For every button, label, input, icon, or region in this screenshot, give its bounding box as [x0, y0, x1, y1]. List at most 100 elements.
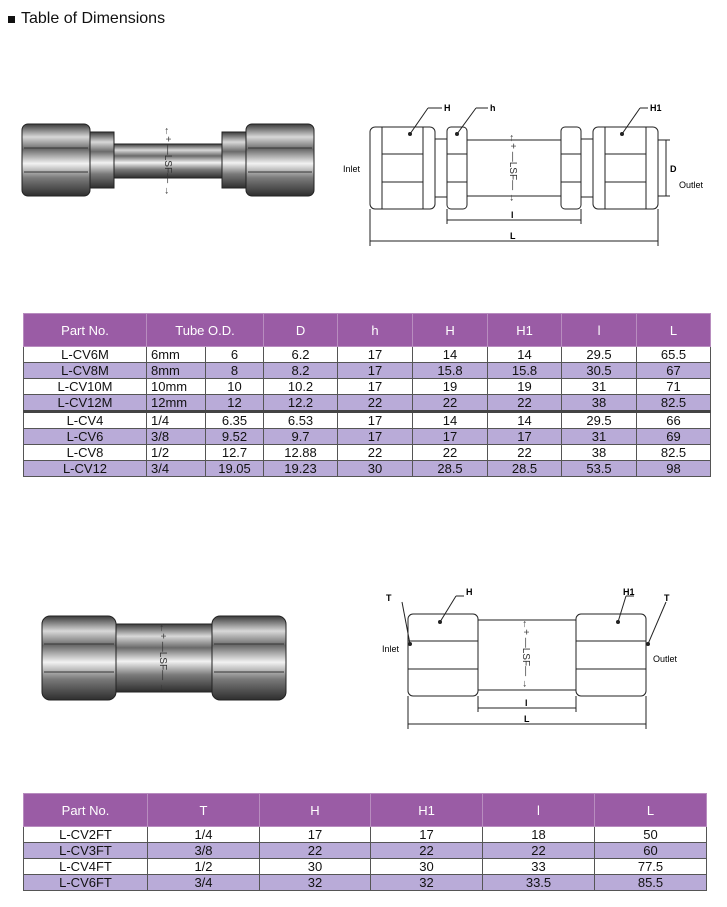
cell: 9.52: [204, 428, 265, 445]
cell: 31: [561, 378, 638, 395]
cell: 3/8: [146, 428, 206, 445]
cell: 17: [337, 362, 414, 379]
header-part-no: Part No.: [23, 313, 147, 347]
cell: 12mm: [146, 394, 206, 412]
cell: 53.5: [561, 460, 638, 477]
label-L: L: [510, 231, 516, 241]
dimension-drawing-2: ←+ —LSF— → T H H1 T l L Inlet Outlet: [382, 587, 678, 729]
dimension-drawing-1: ←+ —LSF— → H h H1 D l L Inlet Outlet: [343, 103, 704, 246]
cell: 12.7: [204, 444, 265, 461]
cell: 6.53: [263, 410, 339, 429]
table-row: L-CV6 3/8 9.52 9.7 17 17 17 31 69: [23, 428, 712, 445]
cell: 8: [204, 362, 265, 379]
cell: 66: [636, 410, 712, 429]
cell: 82.5: [636, 444, 712, 461]
label-inlet: Inlet: [382, 644, 400, 654]
cell-part-no: L-CV3FT: [23, 842, 148, 859]
cell: 22: [370, 842, 483, 859]
female-check-valve-photo: ←+ —LSF— →: [41, 615, 287, 701]
cell: 10.2: [263, 378, 339, 395]
label-T-right: T: [664, 593, 670, 603]
label-L: L: [524, 714, 530, 724]
cell: 3/8: [147, 842, 260, 859]
valve-marking-2: ←+ —LSF— →: [157, 623, 168, 693]
cell: 38: [561, 394, 638, 412]
cell: 17: [337, 378, 414, 395]
label-H1: H1: [623, 587, 635, 597]
cell: 22: [337, 444, 414, 461]
cell: 28.5: [487, 460, 563, 477]
cell: 14: [487, 346, 563, 363]
cell: 18: [482, 826, 595, 843]
cell: 38: [561, 444, 638, 461]
cell: 6: [204, 346, 265, 363]
cell: 19: [487, 378, 563, 395]
cell: 19: [412, 378, 489, 395]
table-row: L-CV3FT 3/8 22 22 22 60: [23, 842, 707, 859]
table-row: L-CV12 3/4 19.05 19.23 30 28.5 28.5 53.5…: [23, 460, 712, 477]
cell: 17: [337, 346, 414, 363]
cell: 12.2: [263, 394, 339, 412]
bullet-square-icon: [8, 15, 15, 23]
dimensions-table-1: Part No. Tube O.D. D h H H1 l L L-CV6M 6…: [23, 313, 712, 477]
cell: 32: [259, 874, 371, 891]
cell: 3/4: [147, 874, 260, 891]
header-l: l: [482, 793, 595, 827]
dimensions-table-2: Part No. T H H1 l L L-CV2FT 1/4 17 17 18…: [23, 793, 707, 891]
table2-header-row: Part No. T H H1 l L: [23, 793, 707, 827]
cell: 33: [482, 858, 595, 875]
cell: 22: [259, 842, 371, 859]
cell-part-no: L-CV8: [23, 444, 147, 461]
label-H: H: [444, 103, 451, 113]
cell: 22: [487, 444, 563, 461]
cell: 98: [636, 460, 712, 477]
table-row: L-CV6FT 3/4 32 32 33.5 85.5: [23, 874, 707, 891]
table-row: L-CV6M 6mm 6 6.2 17 14 14 29.5 65.5: [23, 346, 712, 363]
cell: 6.2: [263, 346, 339, 363]
cell: 82.5: [636, 394, 712, 412]
table-row: L-CV4FT 1/2 30 30 33 77.5: [23, 858, 707, 875]
cell: 8mm: [146, 362, 206, 379]
cell-part-no: L-CV4FT: [23, 858, 148, 875]
cell: 12: [204, 394, 265, 412]
cell: 50: [594, 826, 707, 843]
header-L: L: [636, 313, 712, 347]
cell: 71: [636, 378, 712, 395]
cell: 19.05: [204, 460, 265, 477]
cell: 17: [259, 826, 371, 843]
label-l: l: [511, 210, 514, 220]
label-l: l: [525, 698, 528, 708]
cell: 22: [337, 394, 414, 412]
valve-marking-drawing-1: ←+ —LSF— →: [507, 133, 518, 203]
cell: 22: [482, 842, 595, 859]
cell: 85.5: [594, 874, 707, 891]
cell: 1/4: [147, 826, 260, 843]
cell: 8.2: [263, 362, 339, 379]
header-T: T: [147, 793, 260, 827]
valve-marking-1: ←+ —LSF— →: [162, 126, 173, 196]
cell: 33.5: [482, 874, 595, 891]
header-L: L: [594, 793, 707, 827]
cell: 9.7: [263, 428, 339, 445]
cell: 6.35: [204, 410, 265, 429]
cell-part-no: L-CV8M: [23, 362, 147, 379]
cell: 1/4: [146, 410, 206, 429]
cell: 32: [370, 874, 483, 891]
cell: 30: [337, 460, 414, 477]
cell: 14: [412, 346, 489, 363]
cell-part-no: L-CV10M: [23, 378, 147, 395]
cell: 14: [487, 410, 563, 429]
cell: 17: [487, 428, 563, 445]
cell: 15.8: [412, 362, 489, 379]
cell: 17: [370, 826, 483, 843]
header-H: H: [412, 313, 489, 347]
cell: 17: [412, 428, 489, 445]
cell: 22: [487, 394, 563, 412]
label-h: h: [490, 103, 496, 113]
header-H: H: [259, 793, 371, 827]
cell: 28.5: [412, 460, 489, 477]
header-part-no: Part No.: [23, 793, 148, 827]
table-row: L-CV10M 10mm 10 10.2 17 19 19 31 71: [23, 378, 712, 395]
cell: 22: [412, 394, 489, 412]
header-l: l: [561, 313, 638, 347]
